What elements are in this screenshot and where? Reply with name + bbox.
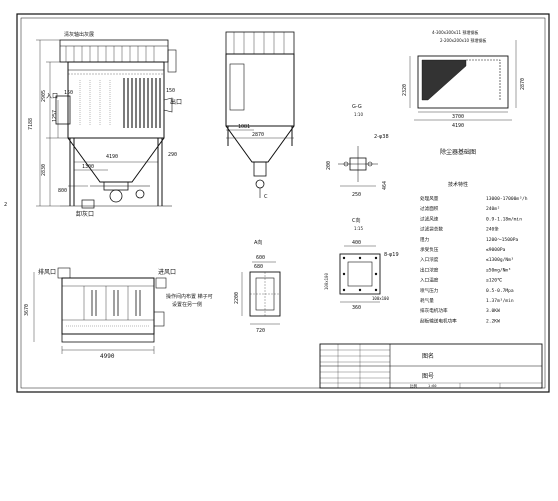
side-dim-1081: 1081: [238, 124, 250, 130]
gg-label: G-G: [352, 104, 362, 110]
c-dim-100-a: 100x100: [324, 273, 329, 290]
dim-4190: 4190: [106, 154, 118, 160]
c-dim-360: 360: [352, 305, 361, 311]
foundation-dim-3700: 3700: [452, 114, 464, 120]
spec-value: 3.0KW: [486, 308, 500, 314]
c-scale: 1:15: [354, 226, 363, 231]
outlet-label: 出口: [170, 98, 182, 106]
side-dim-2870: 2870: [252, 132, 264, 138]
spec-value: 240m²: [486, 206, 500, 212]
title-drawing-no: 图号: [422, 373, 434, 380]
gg-dim-464: 464: [382, 181, 388, 190]
spec-value: ≤120℃: [486, 278, 503, 284]
side-view: C 1081 2870: [225, 31, 295, 200]
bottom-note-2: 设置在另一侧: [172, 301, 202, 308]
a-dim-2200: 2200: [234, 292, 240, 304]
c-dim-400: 400: [352, 240, 361, 246]
spec-value: ≤50mg/Nm³: [486, 267, 511, 273]
foundation-title: 除尘器基础图: [440, 148, 476, 156]
inlet-label: 入口: [46, 93, 58, 100]
spec-value: ≤1300g/Nm³: [486, 257, 514, 263]
margin-mark: 2: [4, 202, 7, 208]
spec-rows: 处理风量 13000-17000m³/h 过滤面积 240m² 过滤风速 0.9-1.18…: [420, 195, 528, 324]
dim-290: 290: [168, 152, 177, 158]
dim-7188: 7188: [28, 118, 34, 130]
spec-title: 技术特性: [448, 181, 468, 188]
dim-1300: 1300: [82, 164, 94, 170]
spec-value: 0.5-0.7Mpa: [486, 288, 514, 294]
spec-label: 出口浓度: [420, 266, 439, 273]
spec-label: 刮板输送电机功率: [420, 317, 457, 324]
gg-scale: 1:10: [354, 112, 363, 117]
spec-label: 入口温度: [420, 277, 439, 284]
spec-value: 0.9-1.18m/min: [486, 216, 522, 222]
dim-800: 800: [58, 188, 67, 194]
c-dim-100-b: 100x100: [372, 296, 389, 301]
gg-dim-250: 250: [352, 192, 361, 198]
c-label: C向: [352, 217, 361, 224]
spec-label: 喷气压力: [420, 287, 439, 294]
dim-2905: 2905: [41, 90, 47, 102]
spec-value: 2.2KW: [486, 318, 500, 324]
a-dim-720: 720: [256, 328, 265, 334]
bottom-view: 排风口 进风口 3670 4990 操作间内布置 梯子可 设置在另一侧: [24, 267, 213, 360]
spec-label: 过滤风速: [420, 215, 439, 222]
bottom-dim-4990: 4990: [100, 353, 115, 360]
foundation-plan: 4-300x300x11 预埋钢板 2-200x200x10 预埋钢板 2320…: [402, 29, 526, 156]
spec-value: ≤9000Pa: [486, 247, 506, 253]
side-section-mark: C: [264, 194, 268, 200]
foundation-note-1: 4-300x300x11 预埋钢板: [432, 29, 478, 35]
title-scale-label: 比例: [410, 383, 418, 388]
spec-label: 入口浓度: [420, 256, 439, 263]
dim-1257: 1257: [52, 110, 58, 122]
spec-label: 排灰电机功率: [420, 307, 448, 314]
section-a: A向 600 680 2200 720: [234, 239, 281, 334]
dim-2830: 2830: [41, 164, 47, 176]
foundation-dim-2870: 2870: [520, 78, 526, 90]
title-drawing-name: 图名: [422, 352, 434, 360]
spec-value: 240条: [486, 226, 499, 233]
foundation-dim-2320: 2320: [402, 84, 408, 96]
front-view: 清灰轴出灰展 入口 出口: [28, 31, 182, 218]
spec-value: 1.37m³/min: [486, 298, 514, 304]
spec-label: 过滤面积: [420, 205, 439, 212]
spec-label: 过滤袋总数: [420, 226, 443, 233]
dim-150-a: 150: [64, 90, 73, 96]
a-label: A向: [254, 239, 262, 246]
spec-label: 承受负压: [420, 246, 439, 253]
gg-dim-200: 200: [326, 161, 332, 170]
section-c: C向 1:15 8-φ19 400 360 100x100 100x100: [324, 217, 399, 311]
intake-label: 进风口: [158, 268, 176, 276]
gg-dia: 2-φ38: [374, 134, 389, 140]
foundation-note-2: 2-200x200x10 预埋钢板: [440, 37, 486, 43]
spec-value: 13000-17000m³/h: [486, 196, 528, 202]
title-scale: 1:60: [428, 384, 436, 388]
section-gg: G-G 1:10 2-φ38 200 250 464: [326, 104, 389, 198]
foundation-dim-4190: 4190: [452, 123, 464, 129]
c-dia: 8-φ19: [384, 252, 399, 258]
spec-label: 阻力: [420, 236, 430, 243]
front-top-label: 清灰轴出灰展: [64, 31, 94, 38]
spec-table: 技术特性 处理风量 13000-17000m³/h 过滤面积 240m² 过滤风速 0.9…: [420, 181, 528, 324]
bottom-note-1: 操作间内布置 梯子可: [166, 293, 213, 300]
a-dim-680: 680: [254, 264, 263, 270]
dim-150-b: 150: [166, 88, 175, 94]
exhaust-label: 排风口: [38, 268, 56, 276]
a-dim-600: 600: [256, 255, 265, 261]
discharge-label: 卸灰口: [76, 210, 94, 218]
bottom-dim-3670: 3670: [24, 304, 30, 316]
spec-label: 处理风量: [420, 195, 439, 202]
spec-value: 1200～1500Pa: [486, 237, 518, 243]
title-block: 图名 图号 比例 1:60: [319, 343, 543, 389]
spec-label: 耗气量: [420, 297, 434, 304]
